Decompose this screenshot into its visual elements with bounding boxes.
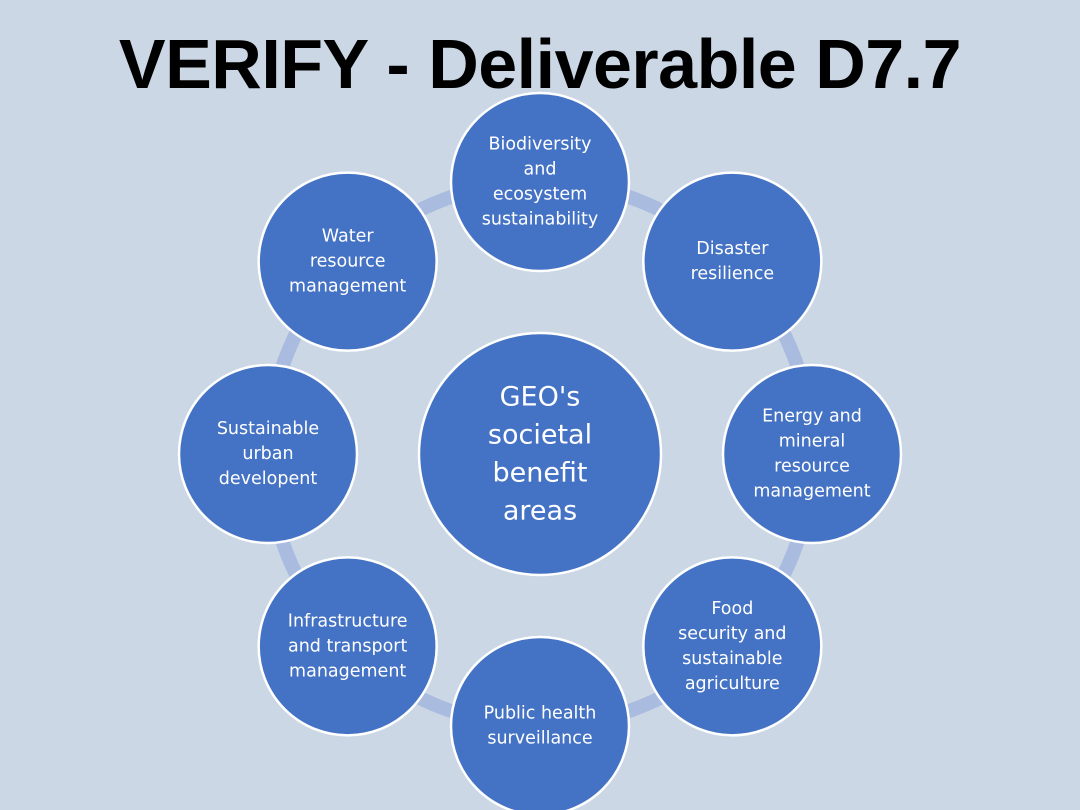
benefit-area-label-urban-line-2: urban: [242, 444, 293, 464]
benefit-area-circle-energy: [721, 363, 903, 545]
benefit-area-label-energy: Energy and mineral resource management: [753, 407, 870, 502]
benefit-area-circle-health: [449, 635, 631, 810]
benefit-area-label-disaster: Disaster resilience: [691, 239, 775, 284]
benefit-area-label-disaster-line-2: resilience: [691, 264, 775, 284]
benefit-area-node-energy: Energy and mineral resource management: [721, 363, 903, 545]
benefit-area-circle-biodiversity: [449, 91, 631, 273]
benefit-area-label-biodiversity-line-4: sustainability: [482, 210, 599, 230]
center-label-line-2: societal: [488, 420, 592, 451]
benefit-area-label-disaster-line-1: Disaster: [696, 239, 769, 259]
benefit-area-label-infrastructure-line-1: Infrastructure: [288, 611, 408, 631]
benefit-area-label-infrastructure-line-2: and transport: [288, 636, 407, 656]
benefit-area-label-energy-line-3: resource: [774, 457, 850, 477]
benefit-area-label-infrastructure: Infrastructure and transport management: [288, 611, 408, 681]
benefit-area-label-infrastructure-line-3: management: [289, 661, 406, 681]
benefit-area-label-health: Public health surveillance: [484, 704, 597, 749]
benefit-area-node-disaster: Disaster resilience: [642, 171, 823, 352]
benefit-area-label-health-line-1: Public health: [484, 704, 597, 724]
benefit-area-label-food-line-3: sustainable: [682, 649, 782, 669]
center-node-label: GEO's societal benefit areas: [488, 382, 592, 527]
center-label-line-1: GEO's: [500, 382, 581, 413]
benefit-area-label-biodiversity: Biodiversity and ecosystem sustainability: [482, 135, 599, 230]
benefit-area-node-biodiversity: Biodiversity and ecosystem sustainability: [449, 91, 631, 273]
benefit-area-circle-urban: [177, 363, 359, 545]
benefit-area-label-urban-line-1: Sustainable: [217, 419, 319, 439]
benefit-area-nodes: Biodiversity and ecosystem sustainabilityDi…: [177, 91, 903, 810]
center-label-line-3: benefit: [492, 458, 587, 489]
benefit-area-label-biodiversity-line-2: and: [524, 160, 557, 180]
benefit-area-label-water-line-3: management: [289, 277, 406, 297]
benefit-area-label-food-line-4: agriculture: [685, 674, 780, 694]
benefit-area-node-infrastructure: Infrastructure and transport management: [257, 556, 438, 737]
benefit-area-label-health-line-2: surveillance: [487, 729, 592, 749]
benefit-area-label-food-line-2: security and: [678, 624, 786, 644]
benefit-area-circle-infrastructure: [257, 556, 438, 737]
benefit-area-circle-food: [642, 556, 823, 737]
slide-title: VERIFY - Deliverable D7.7: [118, 25, 962, 103]
benefit-area-circle-water: [257, 171, 438, 352]
center-node-circle: [417, 331, 663, 577]
benefit-area-node-urban: Sustainable urban developent: [177, 363, 359, 545]
benefit-area-label-energy-line-4: management: [753, 482, 870, 502]
benefit-area-label-biodiversity-line-3: ecosystem: [493, 185, 587, 205]
benefit-area-label-water-line-1: Water: [322, 227, 375, 247]
benefit-area-label-water-line-2: resource: [310, 252, 386, 272]
benefit-area-label-water: Water resource management: [289, 227, 406, 297]
center-node: GEO's societal benefit areas: [417, 331, 663, 577]
benefit-area-label-food-line-1: Food: [711, 599, 753, 619]
center-label-line-4: areas: [503, 496, 577, 527]
benefit-area-circle-disaster: [642, 171, 823, 352]
benefit-area-label-energy-line-1: Energy and: [762, 407, 862, 427]
benefit-area-label-food: Food security and sustainable agriculture: [678, 599, 786, 694]
benefit-area-node-water: Water resource management: [257, 171, 438, 352]
benefit-area-node-food: Food security and sustainable agriculture: [642, 556, 823, 737]
benefit-area-label-urban-line-3: developent: [219, 469, 318, 489]
benefit-area-node-health: Public health surveillance: [449, 635, 631, 810]
benefit-area-label-urban: Sustainable urban developent: [217, 419, 319, 489]
benefit-area-label-biodiversity-line-1: Biodiversity: [488, 135, 591, 155]
benefit-area-label-energy-line-2: mineral: [779, 432, 846, 452]
